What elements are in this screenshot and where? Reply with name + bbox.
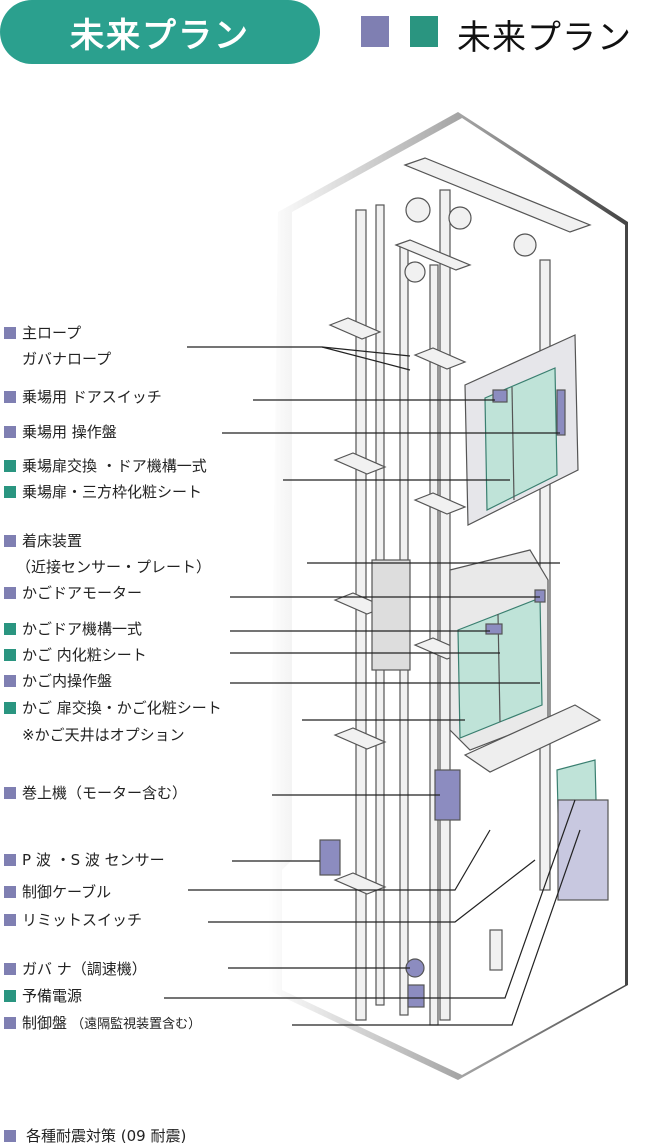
part-label: 乗場扉交換 ・ドア機構一式 bbox=[22, 457, 207, 475]
part-label-text: かごドア機構一式 bbox=[22, 620, 143, 638]
part-label-text: ガバ ナ（調速機） bbox=[22, 960, 147, 978]
part-label: 各種耐震対策 (09 耐震) bbox=[26, 1127, 186, 1145]
purple-marker-icon bbox=[4, 327, 16, 339]
purple-marker-icon bbox=[4, 1017, 16, 1029]
purple-marker-icon bbox=[4, 787, 16, 799]
purple-marker-icon bbox=[4, 1130, 16, 1142]
part-label: かご 内化粧シート bbox=[22, 646, 147, 664]
part-label: 主ロープ bbox=[22, 324, 81, 342]
purple-marker-icon bbox=[4, 675, 16, 687]
part-label-text: 乗場扉交換 ・ドア機構一式 bbox=[22, 457, 207, 475]
part-label-text: かご 扉交換・かご化粧シート bbox=[22, 699, 222, 717]
part-label-text: 乗場用 ドアスイッチ bbox=[22, 388, 162, 406]
part-label: ガバナロープ bbox=[22, 350, 111, 368]
part-label: （近接センサー・プレート） bbox=[16, 558, 211, 576]
part-label-text: ※かご天井はオプション bbox=[22, 726, 185, 744]
part-label-text: 主ロープ bbox=[22, 324, 82, 342]
part-label-text: 制御ケーブル bbox=[22, 883, 112, 901]
part-label: 巻上機（モーター含む） bbox=[22, 784, 187, 802]
part-label-text: かご 内化粧シート bbox=[22, 646, 147, 664]
part-label: 乗場用 ドアスイッチ bbox=[22, 388, 162, 406]
part-label-text: 予備電源 bbox=[22, 987, 83, 1005]
part-label: ガバ ナ（調速機） bbox=[22, 960, 147, 978]
part-label-text: 乗場用 操作盤 bbox=[22, 423, 117, 441]
legend-purple-swatch bbox=[361, 16, 389, 47]
teal-marker-icon bbox=[4, 649, 16, 661]
part-label-text: 各種耐震対策 (09 耐震) bbox=[26, 1127, 187, 1145]
part-label-text: P 波 ・S 波 センサー bbox=[22, 851, 165, 869]
purple-marker-icon bbox=[4, 426, 16, 438]
leader-lines bbox=[164, 346, 581, 1026]
part-label: ※かご天井はオプション bbox=[22, 726, 185, 744]
part-label-text: 巻上機（モーター含む） bbox=[22, 784, 188, 802]
part-label-subtext: （遠隔監視装置含む） bbox=[67, 1017, 202, 1032]
part-label: かご内操作盤 bbox=[22, 672, 112, 690]
part-label-text: かご内操作盤 bbox=[22, 672, 113, 690]
part-label: かごドア機構一式 bbox=[22, 620, 142, 638]
legend-label: 未来プラン bbox=[457, 18, 632, 58]
purple-marker-icon bbox=[4, 963, 16, 975]
purple-marker-icon bbox=[4, 914, 16, 926]
teal-marker-icon bbox=[4, 623, 16, 635]
part-label-text: 制御盤 bbox=[22, 1014, 68, 1032]
part-label-text: 着床装置 bbox=[22, 532, 83, 550]
part-label: 制御盤 （遠隔監視装置含む） bbox=[22, 1014, 201, 1034]
purple-marker-icon bbox=[4, 587, 16, 599]
part-label: 予備電源 bbox=[22, 987, 82, 1005]
part-label: かご 扉交換・かご化粧シート bbox=[22, 699, 222, 717]
plan-title-badge: 未来プラン bbox=[0, 0, 320, 64]
part-label: P 波 ・S 波 センサー bbox=[22, 851, 165, 869]
part-label: 乗場扉・三方枠化粧シート bbox=[22, 483, 202, 501]
part-label: 制御ケーブル bbox=[22, 883, 111, 901]
part-label: 着床装置 bbox=[22, 532, 82, 550]
purple-marker-icon bbox=[4, 535, 16, 547]
part-label-text: 乗場扉・三方枠化粧シート bbox=[22, 483, 203, 501]
part-label-text: かごドアモーター bbox=[22, 584, 143, 602]
part-label: 乗場用 操作盤 bbox=[22, 423, 117, 441]
part-label: かごドアモーター bbox=[22, 584, 142, 602]
part-label-text: ガバナロープ bbox=[22, 350, 112, 368]
teal-marker-icon bbox=[4, 486, 16, 498]
elevator-structure bbox=[319, 157, 609, 1026]
part-label: リミットスイッチ bbox=[22, 911, 142, 929]
part-label-text: リミットスイッチ bbox=[22, 911, 143, 929]
purple-marker-icon bbox=[4, 854, 16, 866]
purple-marker-icon bbox=[4, 391, 16, 403]
teal-marker-icon bbox=[4, 460, 16, 472]
teal-marker-icon bbox=[4, 990, 16, 1002]
teal-marker-icon bbox=[4, 702, 16, 714]
purple-marker-icon bbox=[4, 886, 16, 898]
part-label-text: （近接センサー・プレート） bbox=[16, 558, 212, 576]
legend-teal-swatch bbox=[410, 16, 438, 47]
